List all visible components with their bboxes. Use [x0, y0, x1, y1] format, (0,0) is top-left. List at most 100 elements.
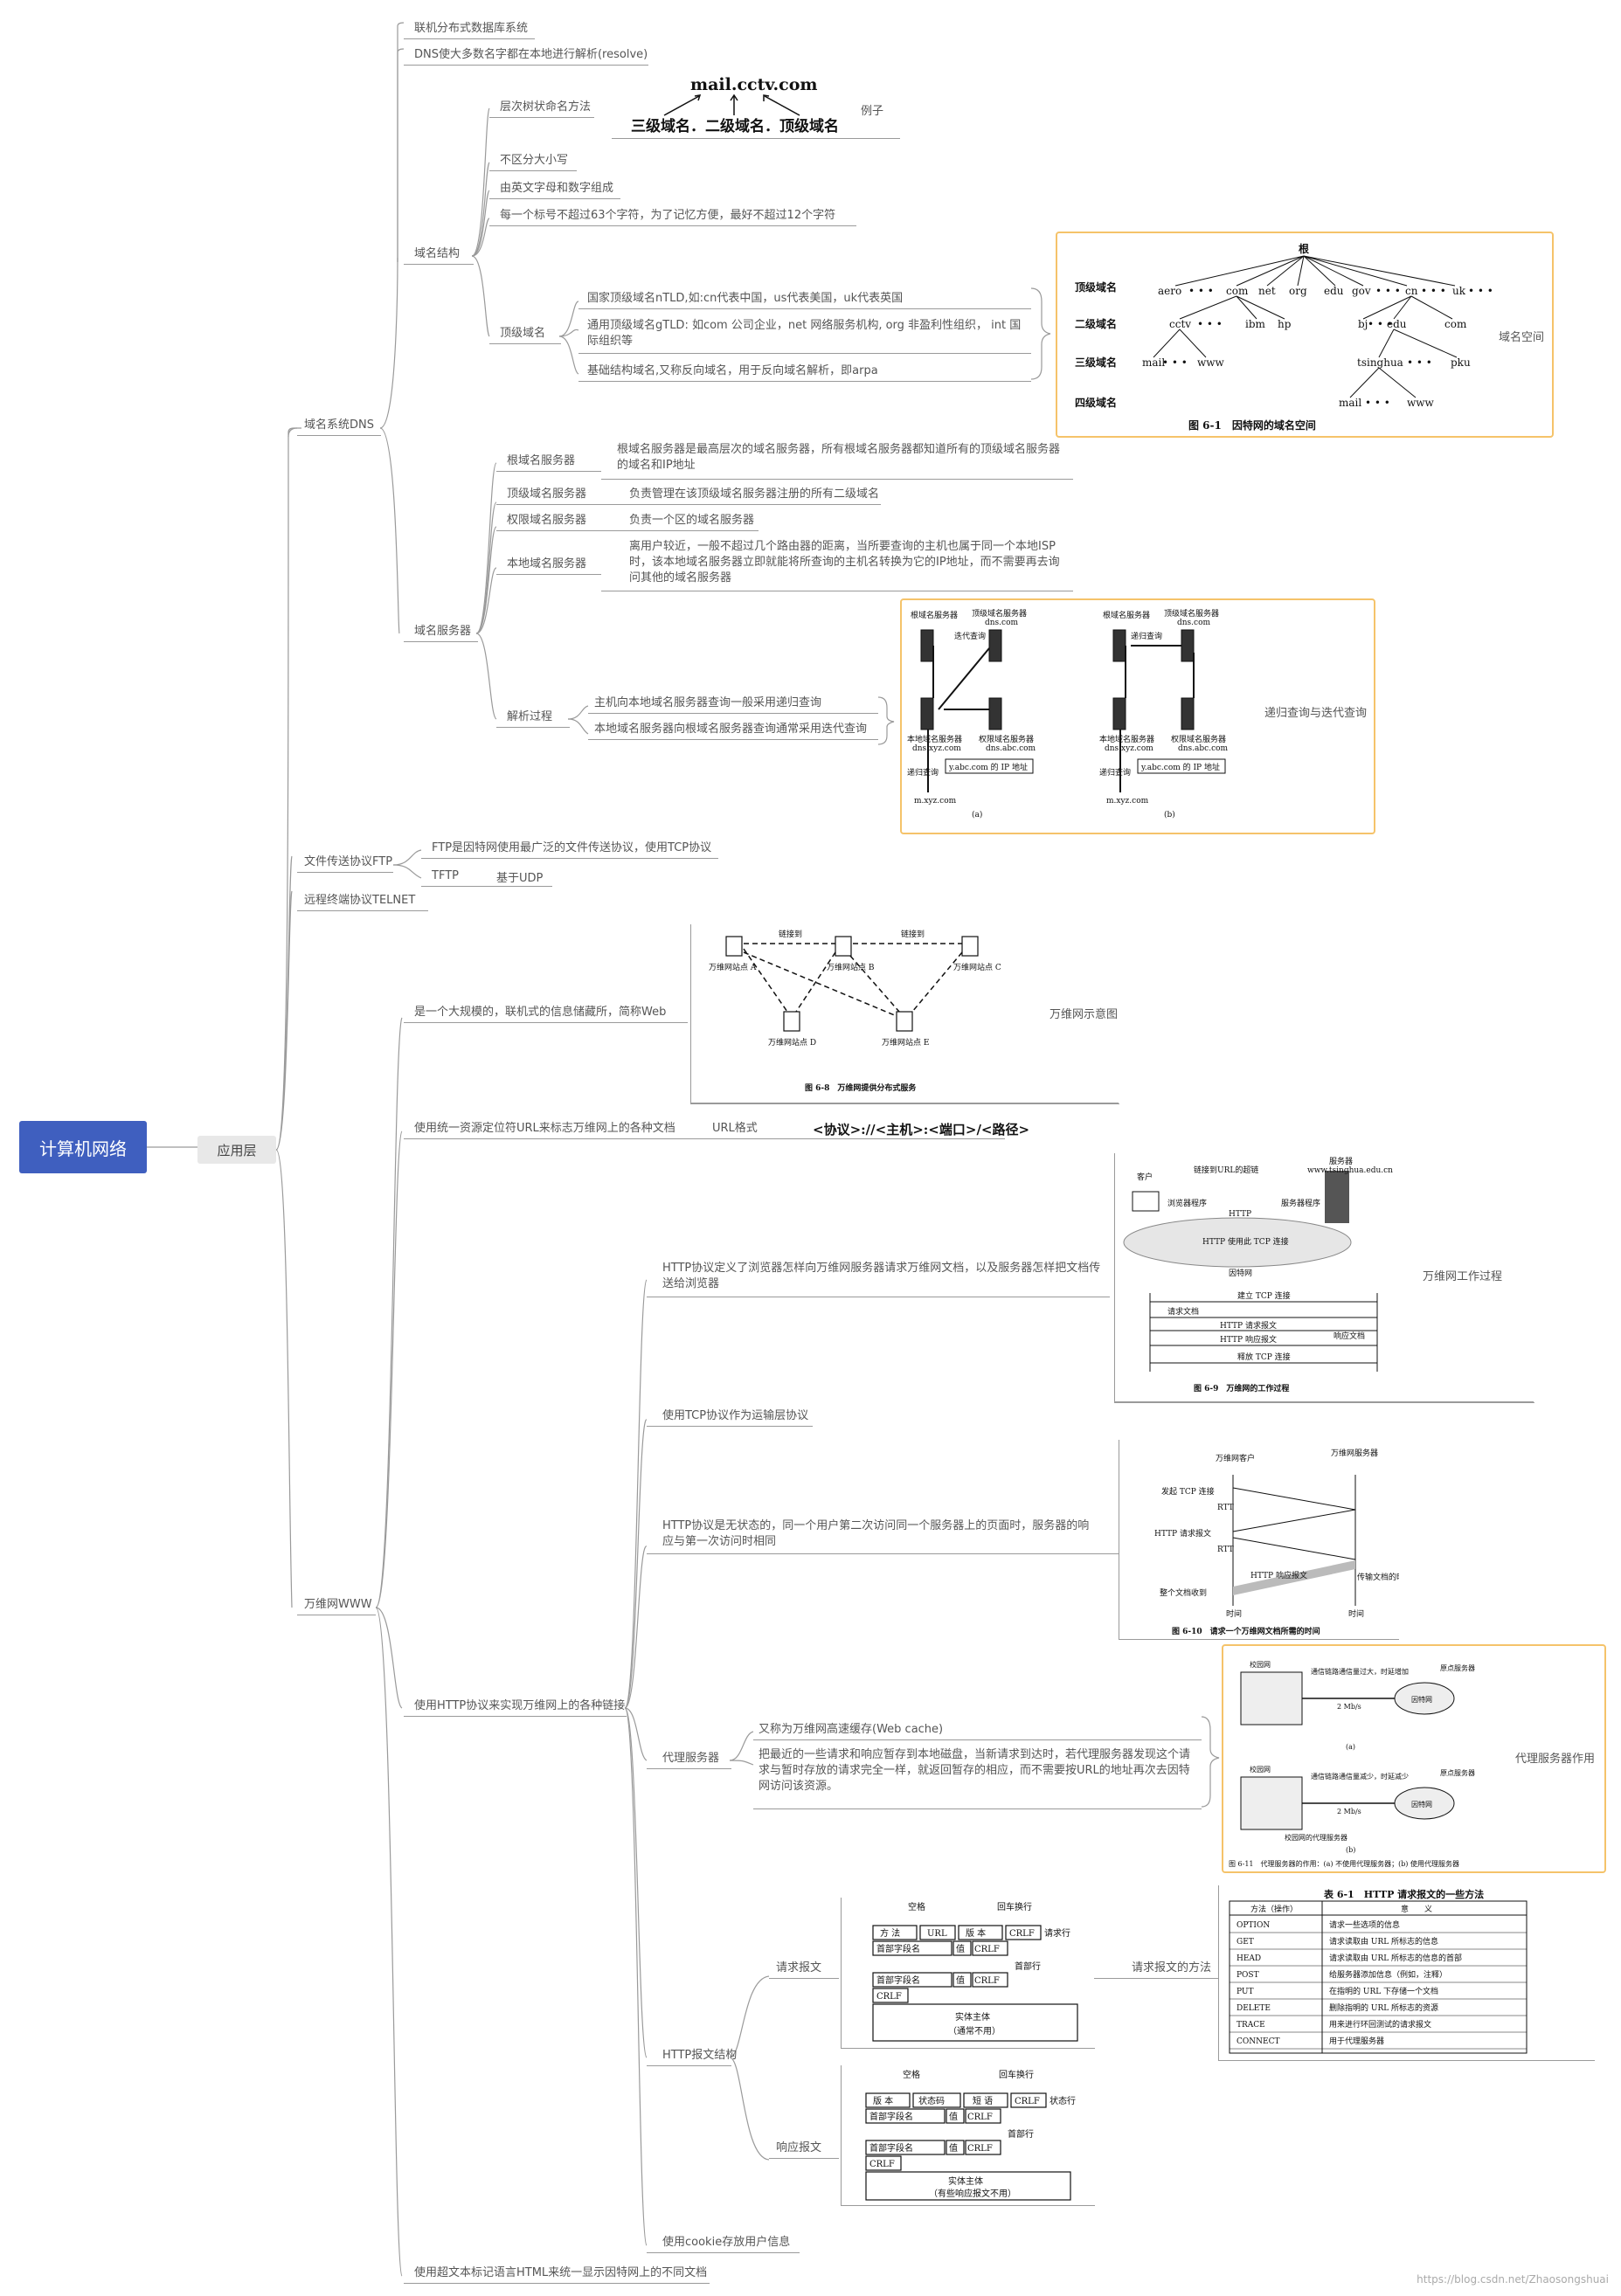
site-d: 万维网站点 D: [768, 1037, 816, 1048]
www-map-svg: 链接到 链接到 万维网站点 A 万维网站点 B 万维网站点 C 万维网站点 D …: [709, 929, 1001, 1093]
ht-label-7: 时间: [1348, 1608, 1364, 1619]
http-p2-node[interactable]: 使用TCP协议作为运输层协议: [662, 1409, 809, 1422]
recursive-query-node[interactable]: 主机向本地域名服务器查询一般采用递归查询: [594, 696, 822, 709]
hierarchical-naming-node[interactable]: 层次树状命名方法: [500, 100, 592, 114]
http-p1-node[interactable]: HTTP协议定义了浏览器怎样向万维网服务器请求万维网文档，以及服务器怎样把文档传…: [662, 1262, 1101, 1290]
ntld-node[interactable]: 国家顶级域名nTLD,如:cn代表中国，us代表美国，uk代表英国: [587, 292, 904, 305]
tree-dots-1: • • •: [1188, 285, 1214, 297]
dq-tldname-b: dns.com: [1177, 619, 1210, 627]
dq-label-b: (b): [1164, 810, 1175, 820]
dq-auth-b: 权限域名服务器: [1171, 734, 1226, 744]
hw-step-4: HTTP 响应报文: [1220, 1334, 1277, 1345]
local-server-desc[interactable]: 离用户较近，一般不超过几个路由器的距离，当所要查询的主机也属于同一个本地ISP时…: [629, 540, 1060, 584]
rs-crlf-4: CRLF: [869, 2160, 895, 2169]
auth-server-node[interactable]: 权限域名服务器: [507, 514, 587, 527]
rs-body: 实体主体: [948, 2175, 983, 2187]
tftp-node[interactable]: TFTP: [432, 869, 459, 882]
rq-crlf-1: CRLF: [1009, 1929, 1035, 1939]
req-method-node[interactable]: 请求报文的方法: [1132, 1961, 1212, 1974]
rq-crlf-4: CRLF: [876, 1992, 902, 2002]
url-node[interactable]: 使用统一资源定位符URL来标志万维网上的各种文档: [414, 1122, 675, 1135]
dq-root-a: 根域名服务器: [911, 610, 958, 620]
ht-label-5: 整个文档收到: [1160, 1587, 1207, 1598]
ht-client: 万维网客户: [1216, 1453, 1255, 1463]
http-node[interactable]: 使用HTTP协议来实现万维网上的各种链接: [414, 1699, 626, 1712]
domain-structure-node[interactable]: 域名结构: [414, 247, 461, 260]
sld-edu: edu: [1387, 318, 1407, 330]
tree-dots-9: • • •: [1365, 397, 1390, 409]
dns-servers-node[interactable]: 域名服务器: [414, 625, 472, 638]
rs-status: 状态码: [918, 2095, 945, 2106]
tld-aero: aero: [1158, 285, 1181, 297]
arpa-node[interactable]: 基础结构域名,又称反向域名，用于反向域名解析，即arpa: [587, 364, 878, 377]
root-server-node[interactable]: 根域名服务器: [507, 454, 576, 467]
rq-url: URL: [927, 1929, 947, 1939]
dns-node[interactable]: 域名系统DNS: [304, 418, 374, 432]
example-domain: mail.cctv.com: [690, 75, 818, 94]
distributed-db-node[interactable]: 联机分布式数据库系统: [414, 22, 529, 35]
hw-step-5: 响应文档: [1334, 1331, 1365, 1341]
rq-space: 空格: [908, 1901, 925, 1912]
hw-client: 客户: [1137, 1172, 1153, 1182]
method-meaning: 用来进行环回测试的请求报文: [1329, 2019, 1431, 2030]
rs-crlf-top: 回车换行: [999, 2069, 1034, 2080]
hw-internet: 因特网: [1229, 1268, 1252, 1278]
dq-local-a: 本地域名服务器: [907, 734, 962, 744]
iterative-query-node[interactable]: 本地域名服务器向根域名服务器查询通常采用迭代查询: [594, 723, 868, 736]
application-layer-node[interactable]: 应用层: [197, 1136, 276, 1164]
ht-label-4: RTT: [1217, 1546, 1234, 1554]
proxy-desc-1[interactable]: 又称为万维网高速缓存(Web cache): [759, 1723, 944, 1736]
rs-phrase: 短 语: [973, 2095, 993, 2106]
fourth-www: www: [1407, 397, 1435, 409]
hw-server-prog: 服务器程序: [1281, 1198, 1320, 1208]
hw-step-2: 请求文档: [1167, 1306, 1199, 1317]
dns-resolve-node[interactable]: DNS使大多数名字都在本地进行解析(resolve): [414, 48, 648, 61]
root-node[interactable]: 计算机网络: [19, 1121, 147, 1173]
gtld-node[interactable]: 通用顶级域名gTLD: 如com 公司企业，net 网络服务机构, org 非盈…: [587, 319, 1022, 348]
cookie-node[interactable]: 使用cookie存放用户信息: [662, 2236, 791, 2249]
auth-server-desc[interactable]: 负责一个区的域名服务器: [629, 514, 755, 527]
html-node[interactable]: 使用超文本标记语言HTML来统一显示因特网上的不同文档: [414, 2266, 708, 2279]
tree-level-4: 四级域名: [1075, 396, 1117, 409]
resp-msg-node[interactable]: 响应报文: [776, 2141, 822, 2154]
www-node[interactable]: 万维网WWW: [304, 1598, 372, 1611]
alnum-node[interactable]: 由英文字母和数字组成: [500, 182, 614, 195]
case-insensitive-node[interactable]: 不区分大小写: [500, 154, 569, 167]
watermark: https://blog.csdn.net/Zhaosongshuai: [1417, 2273, 1609, 2286]
proxy-desc-2[interactable]: 把最近的一些请求和响应暂存到本地磁盘，当新请求到达时，若代理服务器发现这个请求与…: [759, 1748, 1191, 1793]
proxy-node[interactable]: 代理服务器: [662, 1752, 720, 1765]
local-server-node[interactable]: 本地域名服务器: [507, 557, 587, 571]
hw-browser: 浏览器程序: [1167, 1198, 1207, 1208]
www-intro-node[interactable]: 是一个大规模的，联机式的信息储藏所，简称Web: [414, 1006, 667, 1019]
example-note: 例子: [861, 105, 884, 118]
dns-query-note: 递归查询与迭代查询: [1264, 707, 1368, 720]
site-c: 万维网站点 C: [953, 962, 1001, 972]
root-server-desc[interactable]: 根域名服务器是最高层次的域名服务器，所有根域名服务器都知道所有的顶级域名服务器的…: [617, 443, 1061, 472]
url-format-label[interactable]: URL格式: [712, 1122, 758, 1135]
req-msg-node[interactable]: 请求报文: [776, 1961, 822, 1974]
method-name: GET: [1237, 1938, 1254, 1947]
http-p3-node[interactable]: HTTP协议是无状态的，同一个用户第二次访问同一个服务器上的页面时，服务器的响应…: [662, 1519, 1090, 1548]
tld-com: com: [1226, 285, 1249, 297]
dns-query-svg: 根域名服务器 顶级域名服务器 dns.com 迭代查询 本地域名服务器 dns.…: [907, 608, 1229, 820]
http-msg-node[interactable]: HTTP报文结构: [662, 2049, 738, 2062]
ftp-node[interactable]: 文件传送协议FTP: [304, 855, 393, 868]
label-length-node[interactable]: 每一个标号不超过63个字符，为了记忆方便，最好不超过12个字符: [500, 209, 836, 222]
ftp-desc-node[interactable]: FTP是因特网使用最广泛的文件传送协议，使用TCP协议: [432, 841, 712, 854]
rs-hdr-name-1: 首部字段名: [869, 2111, 913, 2122]
tld-node[interactable]: 顶级域名: [500, 327, 546, 340]
resp-msg-svg: 空格 回车换行 版 本 状态码 短 语 CRLF 状态行 首部字段名 值 CRL…: [865, 2069, 1076, 2201]
resolve-node[interactable]: 解析过程: [507, 710, 553, 723]
tld-server-desc[interactable]: 负责管理在该顶级域名服务器注册的所有二级域名: [629, 488, 880, 501]
url-format: <协议>://<主机>:<端口>/<路径>: [813, 1122, 1030, 1138]
tld-server-node[interactable]: 顶级域名服务器: [507, 488, 587, 501]
rq-hdr-name-2: 首部字段名: [876, 1974, 920, 1986]
rq-req-line: 请求行: [1044, 1927, 1070, 1939]
method-name: CONNECT: [1237, 2037, 1279, 2046]
px-rate-b: 2 Mb/s: [1337, 1808, 1361, 1815]
dq-ip-a: y.abc.com 的 IP 地址: [948, 762, 1028, 772]
telnet-node[interactable]: 远程终端协议TELNET: [304, 894, 416, 907]
rq-value-1: 值: [956, 1943, 965, 1954]
method-name: HEAD: [1237, 1954, 1261, 1963]
tree-level-1: 顶级域名: [1075, 280, 1117, 294]
